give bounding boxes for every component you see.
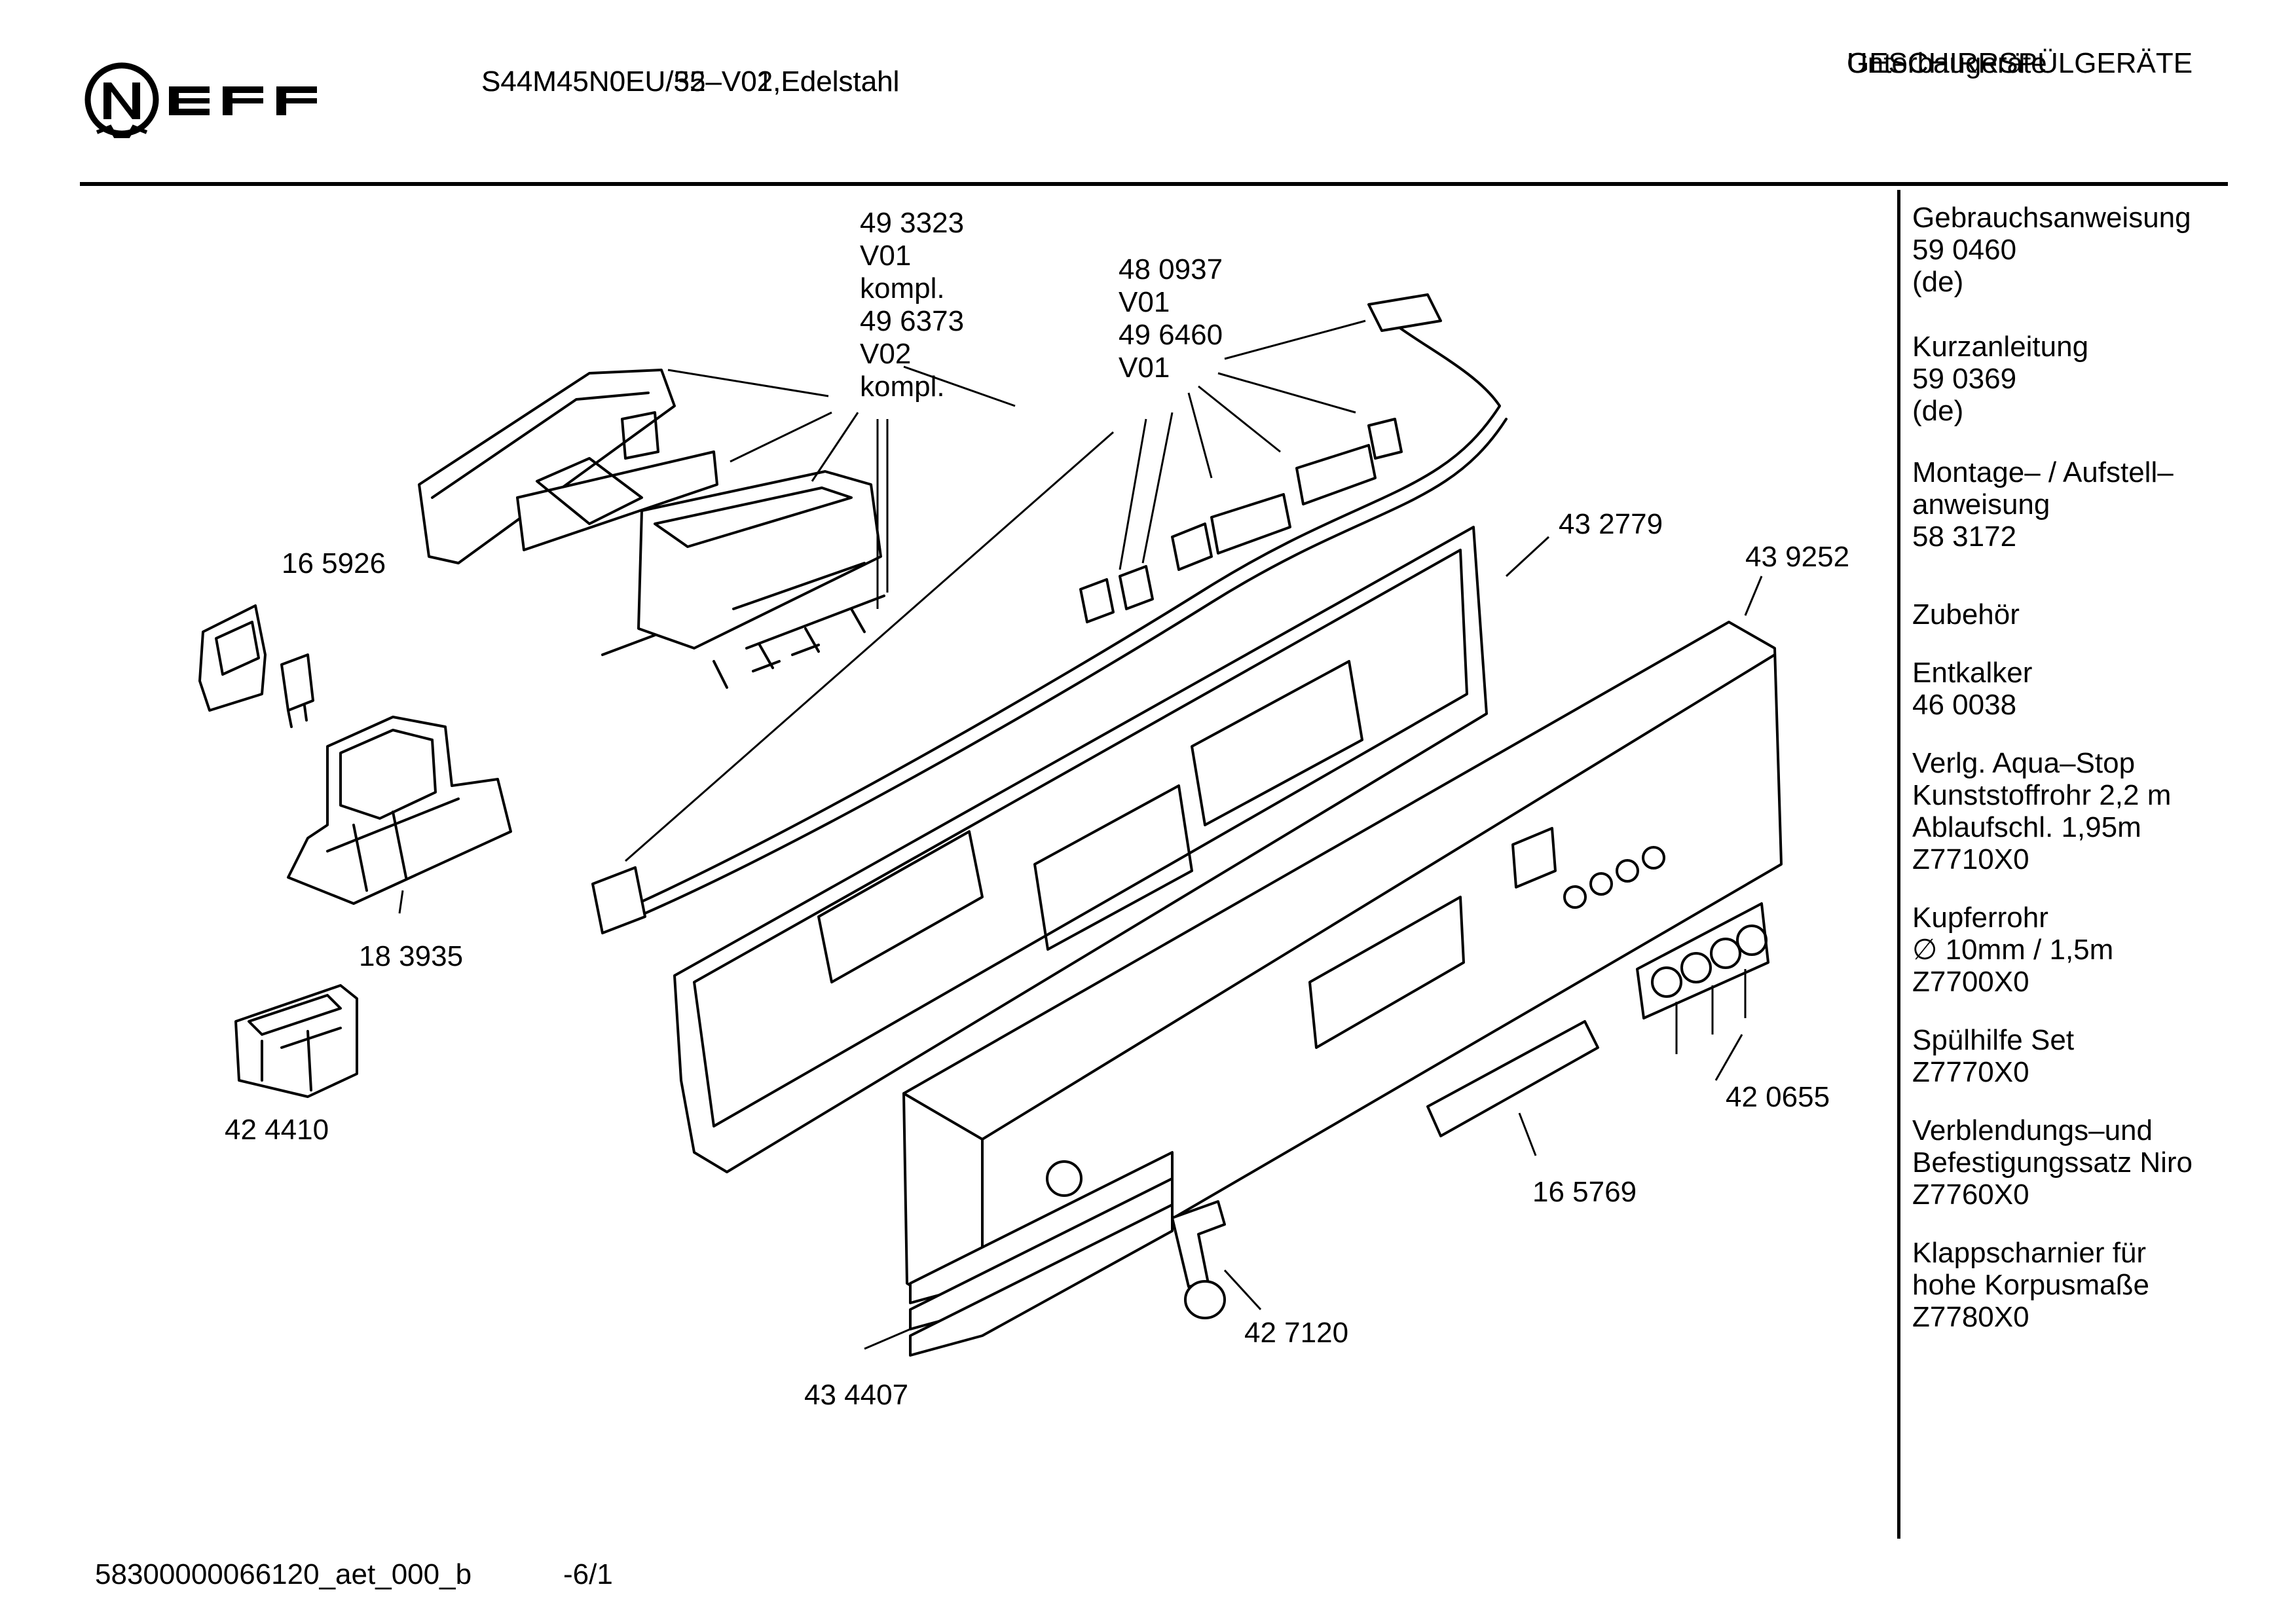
sidebar-group-installation: Montage– / Aufstell– anweisung 58 3172: [1912, 456, 2279, 553]
sidebar-line: Z7780X0: [1912, 1301, 2029, 1333]
part-inner-frame-432779: [673, 526, 1488, 1173]
label-439252: 43 9252: [1745, 541, 1849, 573]
model-line-2: S44M45N0EU/52–V02,Edelstahl: [481, 65, 900, 98]
sidebar-line: Verlg. Aqua–Stop: [1912, 747, 2136, 779]
sidebar-line: (de): [1912, 395, 1964, 427]
sidebar-line: Kupferrohr: [1912, 902, 2048, 934]
accessory-sidebar: Gebrauchsanweisung 59 0460 (de) Kurzanle…: [1912, 202, 2279, 1333]
sidebar-group-hinge: Klappscharnier für hohe Korpusmaße Z7780…: [1912, 1237, 2279, 1333]
label-48-line-2: V01: [1119, 286, 1170, 318]
part-switch-424410: [234, 984, 358, 1098]
label-49-line-4: 49 6373: [860, 305, 964, 337]
group-label-49: 49 3323 V01 kompl. 49 6373 V02 kompl.: [860, 207, 964, 403]
sidebar-line: anweisung: [1912, 488, 2050, 521]
header-rule: [80, 182, 2228, 186]
label-427120: 42 7120: [1244, 1317, 1348, 1349]
sidebar-line: Zubehör: [1912, 598, 2020, 631]
label-165926: 16 5926: [282, 547, 386, 579]
sidebar-line: ∅ 10mm / 1,5m: [1912, 934, 2114, 966]
label-48-line-3: 49 6460: [1119, 319, 1223, 351]
sidebar-group-rinseaid: Spülhilfe Set Z7770X0: [1912, 1024, 2279, 1088]
part-electronics-module: [418, 369, 885, 689]
sidebar-group-copperpipe: Kupferrohr ∅ 10mm / 1,5m Z7700X0: [1912, 902, 2279, 998]
sidebar-line: 59 0369: [1912, 363, 2017, 395]
part-lever-427120: [1171, 1200, 1226, 1319]
leader-lines: [398, 320, 1763, 1350]
part-cover-165769: [1426, 1020, 1599, 1137]
exploded-parts-diagram: 49 3323 V01 kompl. 49 6373 V02 kompl. 48…: [198, 207, 1849, 1411]
sidebar-divider: [1897, 190, 1900, 1539]
sidebar-line: 46 0038: [1912, 689, 2017, 721]
sidebar-line: 59 0460: [1912, 234, 2017, 266]
model-line-1: S44M45N0EU/35–V01,Edelstahl: [481, 65, 900, 98]
label-183935: 18 3935: [359, 940, 463, 972]
sidebar-line: Z7700X0: [1912, 966, 2029, 998]
sidebar-group-accessories: Zubehör: [1912, 598, 2279, 631]
sidebar-group-descaler: Entkalker 46 0038: [1912, 657, 2279, 721]
sidebar-line: Verblendungs–und: [1912, 1114, 2153, 1146]
sidebar-line: Befestigungssatz Niro: [1912, 1146, 2193, 1179]
label-48-line-4: V01: [1119, 352, 1170, 384]
sidebar-group-manual: Gebrauchsanweisung 59 0460 (de): [1912, 202, 2279, 298]
part-bracket-165926: [198, 604, 314, 728]
sidebar-line: Z7710X0: [1912, 843, 2029, 875]
label-48-line-1: 48 0937: [1119, 253, 1223, 285]
sidebar-group-aquastop: Verlg. Aqua–Stop Kunststoffrohr 2,2 m Ab…: [1912, 747, 2279, 875]
label-49-line-5: V02: [860, 338, 911, 370]
part-wiring-harness: [591, 293, 1508, 934]
label-424410: 42 4410: [225, 1114, 329, 1146]
label-432779: 43 2779: [1559, 508, 1663, 540]
label-49-line-3: kompl.: [860, 272, 945, 304]
sidebar-line: Z7770X0: [1912, 1056, 2029, 1088]
category-subtitle: Unterbaugeräte: [1847, 47, 2047, 79]
part-strips-434407: [909, 1151, 1174, 1357]
neff-logo: [77, 59, 352, 144]
sidebar-line: Gebrauchsanweisung: [1912, 202, 2191, 234]
sidebar-line: Entkalker: [1912, 657, 2033, 689]
sidebar-line: hohe Korpusmaße: [1912, 1269, 2149, 1301]
doc-id: 58300000066120_aet_000_b: [95, 1558, 472, 1590]
label-420655: 42 0655: [1726, 1081, 1830, 1113]
sidebar-group-fixingset: Verblendungs–und Befestigungssatz Niro Z…: [1912, 1114, 2279, 1211]
sidebar-line: Klappscharnier für: [1912, 1237, 2147, 1269]
part-knobs-420655: [1636, 902, 1769, 1019]
group-label-48: 48 0937 V01 49 6460 V01: [1119, 253, 1223, 384]
sidebar-line: Kunststoffrohr 2,2 m: [1912, 779, 2172, 811]
sidebar-line: 58 3172: [1912, 521, 2017, 553]
sidebar-line: Kurzanleitung: [1912, 331, 2089, 363]
sidebar-line: Ablaufschl. 1,95m: [1912, 811, 2141, 843]
sidebar-line: (de): [1912, 266, 1964, 298]
label-165769: 16 5769: [1532, 1176, 1637, 1208]
label-49-line-1: 49 3323: [860, 207, 964, 239]
category-title: GESCHIRRSPÜLGERÄTE: [1847, 47, 2193, 79]
label-434407: 43 4407: [804, 1379, 908, 1411]
page-number: -6/1: [563, 1558, 613, 1590]
neff-logo-mark: [84, 62, 317, 138]
sidebar-group-quickguide: Kurzanleitung 59 0369 (de): [1912, 331, 2279, 427]
sidebar-line: Z7760X0: [1912, 1179, 2029, 1211]
label-49-line-6: kompl.: [860, 371, 945, 403]
label-49-line-2: V01: [860, 240, 911, 272]
sidebar-line: Montage– / Aufstell–: [1912, 456, 2174, 488]
sidebar-line: Spülhilfe Set: [1912, 1024, 2075, 1056]
part-housing-183935: [287, 716, 512, 905]
